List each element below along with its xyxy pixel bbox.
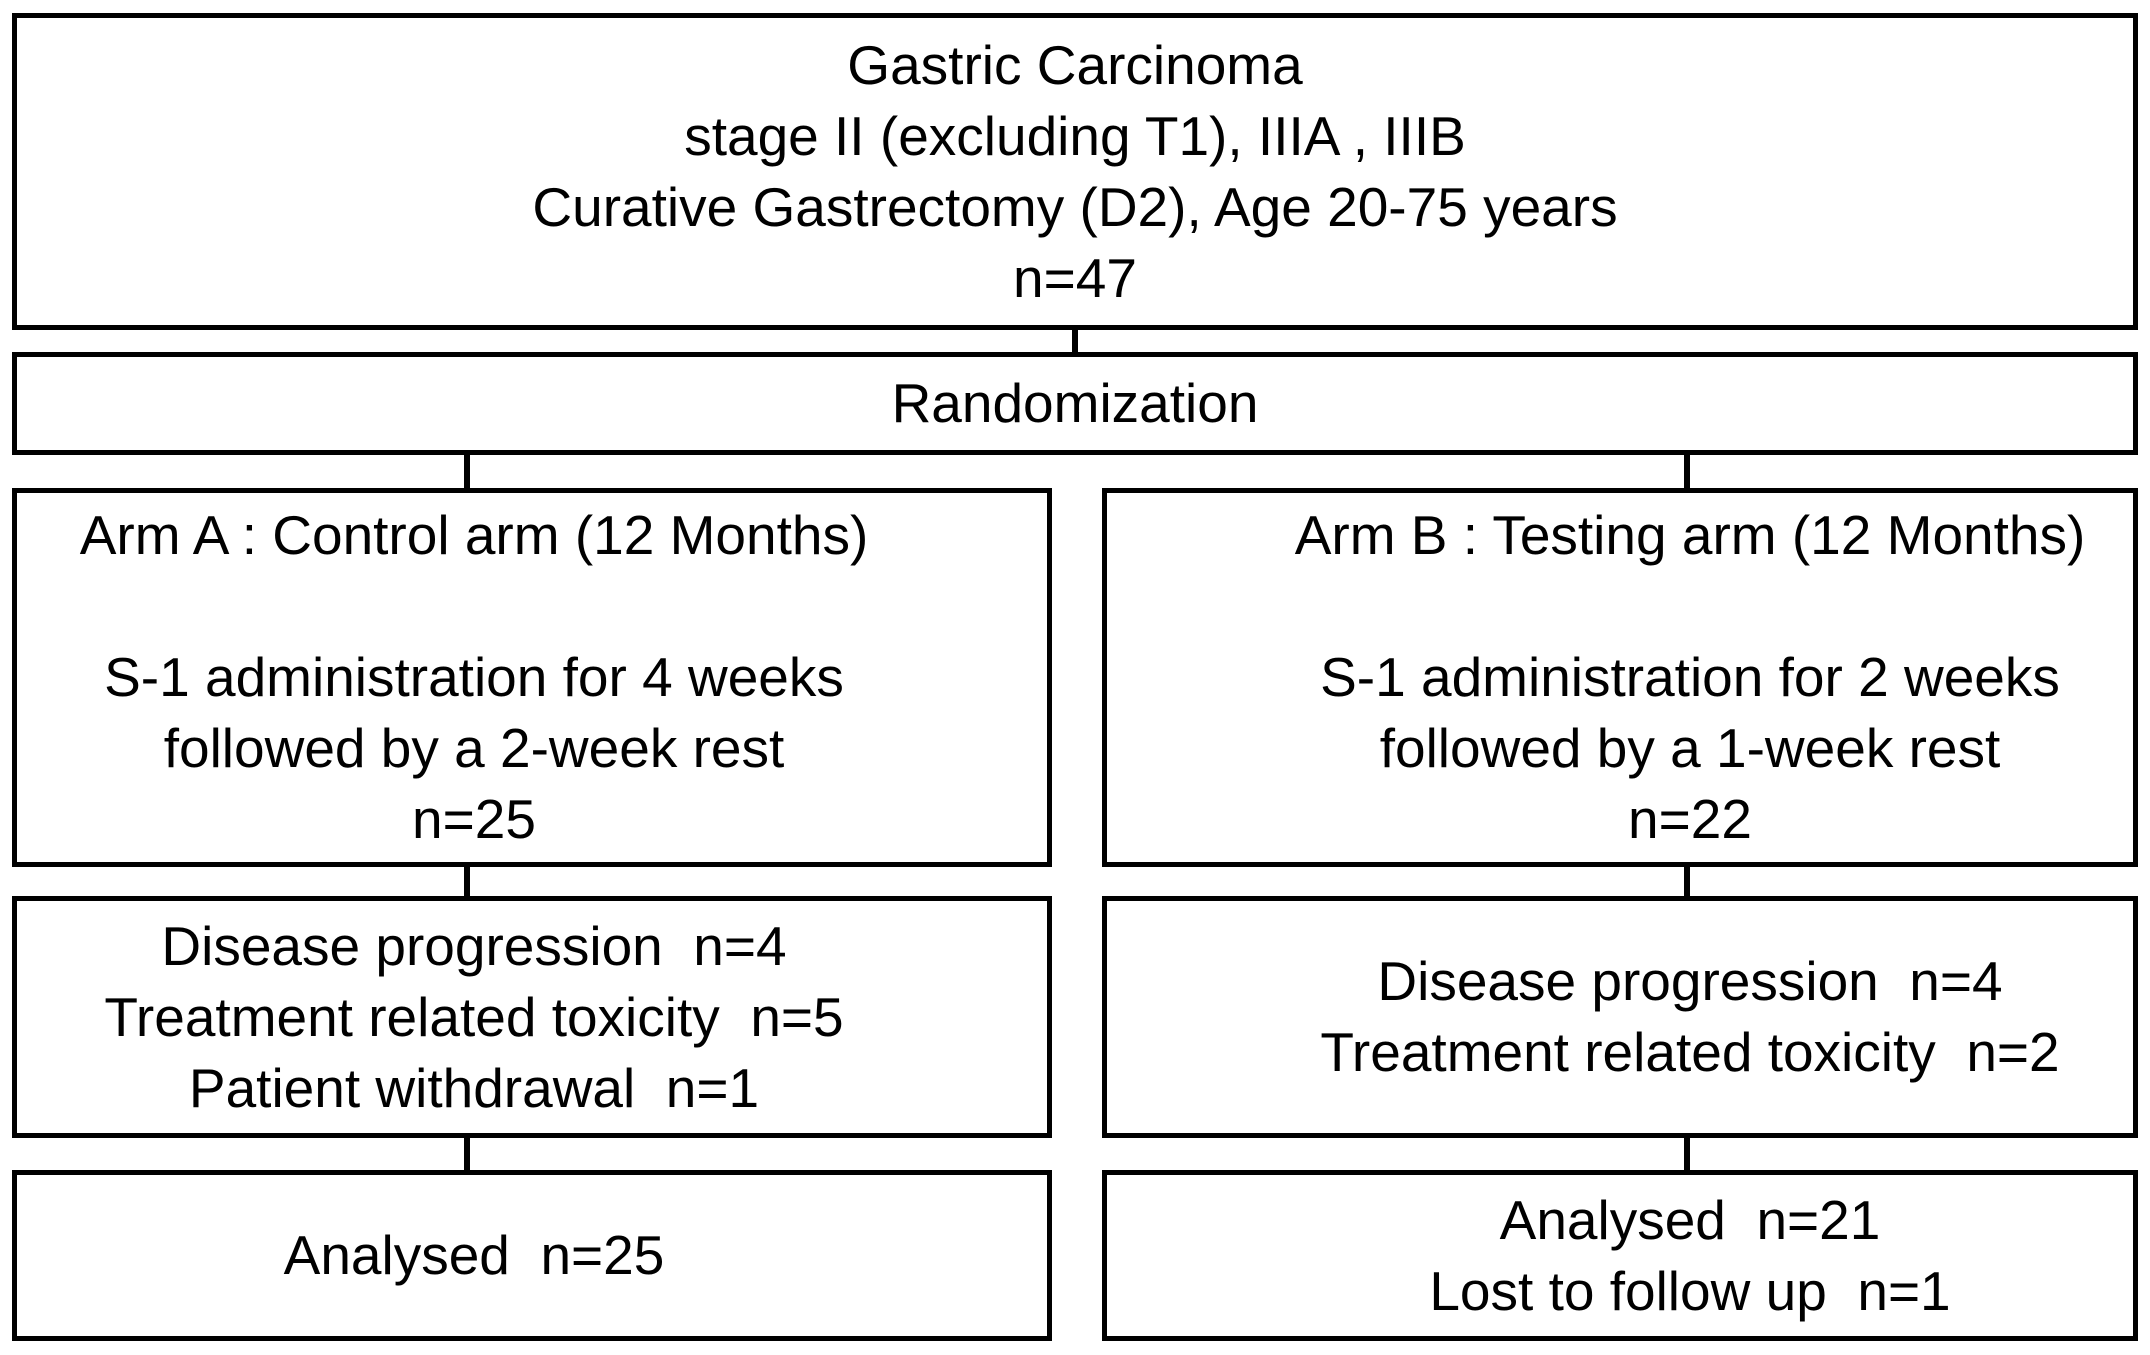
connector-arm-a-to-dropout-a — [464, 863, 470, 901]
dropout-b-line-2: Treatment related toxicity n=2 — [1320, 1021, 2060, 1083]
connector-dropout-a-to-analysed-a — [464, 1134, 470, 1175]
arm-b-count: n=22 — [1628, 788, 1752, 850]
dropout-a-line-2: Treatment related toxicity n=5 — [104, 985, 844, 1048]
arm-a-count: n=25 — [412, 788, 536, 850]
arm-a-spacer — [17, 571, 931, 642]
dropout-b-box: Disease progression n=4 Treatment relate… — [1102, 896, 2138, 1138]
analysed-a-count: Analysed n=25 — [283, 1224, 665, 1286]
analysed-b-count: Analysed n=21 — [1499, 1188, 1881, 1251]
arm-b-title: Arm B : Testing arm (12 Months) — [1294, 504, 2086, 566]
dropout-b-line-1: Disease progression n=4 — [1377, 950, 2003, 1012]
arm-a-line-2: followed by a 2-week rest — [163, 717, 785, 779]
connector-randomization-to-arm-b — [1684, 451, 1690, 493]
randomization-box: Randomization — [12, 352, 2138, 455]
analysed-b-line-2: Lost to follow up n=1 — [1429, 1259, 1951, 1322]
eligibility-line-2: stage II (excluding T1), IIIA , IIIB — [684, 104, 1466, 167]
dropout-a-line-3: Patient withdrawal n=1 — [188, 1056, 760, 1119]
arm-b-box: Arm B : Testing arm (12 Months) S-1 admi… — [1102, 488, 2138, 867]
eligibility-line-1: Gastric Carcinoma — [847, 33, 1303, 96]
analysed-a-box: Analysed n=25 — [12, 1170, 1052, 1341]
arm-b-line-2: followed by a 1-week rest — [1379, 717, 2001, 779]
eligibility-box: Gastric Carcinoma stage II (excluding T1… — [12, 13, 2138, 330]
connector-arm-b-to-dropout-b — [1684, 863, 1690, 901]
randomization-label: Randomization — [891, 372, 1259, 434]
connector-randomization-to-arm-a — [464, 451, 470, 493]
arm-b-line-1: S-1 administration for 2 weeks — [1320, 646, 2060, 708]
analysed-b-box: Analysed n=21 Lost to follow up n=1 — [1102, 1170, 2138, 1341]
arm-a-title: Arm A : Control arm (12 Months) — [79, 504, 869, 566]
connector-eligibility-to-randomization — [1072, 326, 1078, 357]
arm-a-line-1: S-1 administration for 4 weeks — [104, 646, 844, 708]
dropout-a-box: Disease progression n=4 Treatment relate… — [12, 896, 1052, 1138]
arm-a-box: Arm A : Control arm (12 Months) S-1 admi… — [12, 488, 1052, 867]
connector-dropout-b-to-analysed-b — [1684, 1134, 1690, 1175]
eligibility-line-3: Curative Gastrectomy (D2), Age 20-75 yea… — [532, 175, 1618, 238]
dropout-a-line-1: Disease progression n=4 — [161, 914, 787, 977]
arm-b-spacer — [1247, 571, 2133, 642]
eligibility-count: n=47 — [1013, 246, 1137, 309]
